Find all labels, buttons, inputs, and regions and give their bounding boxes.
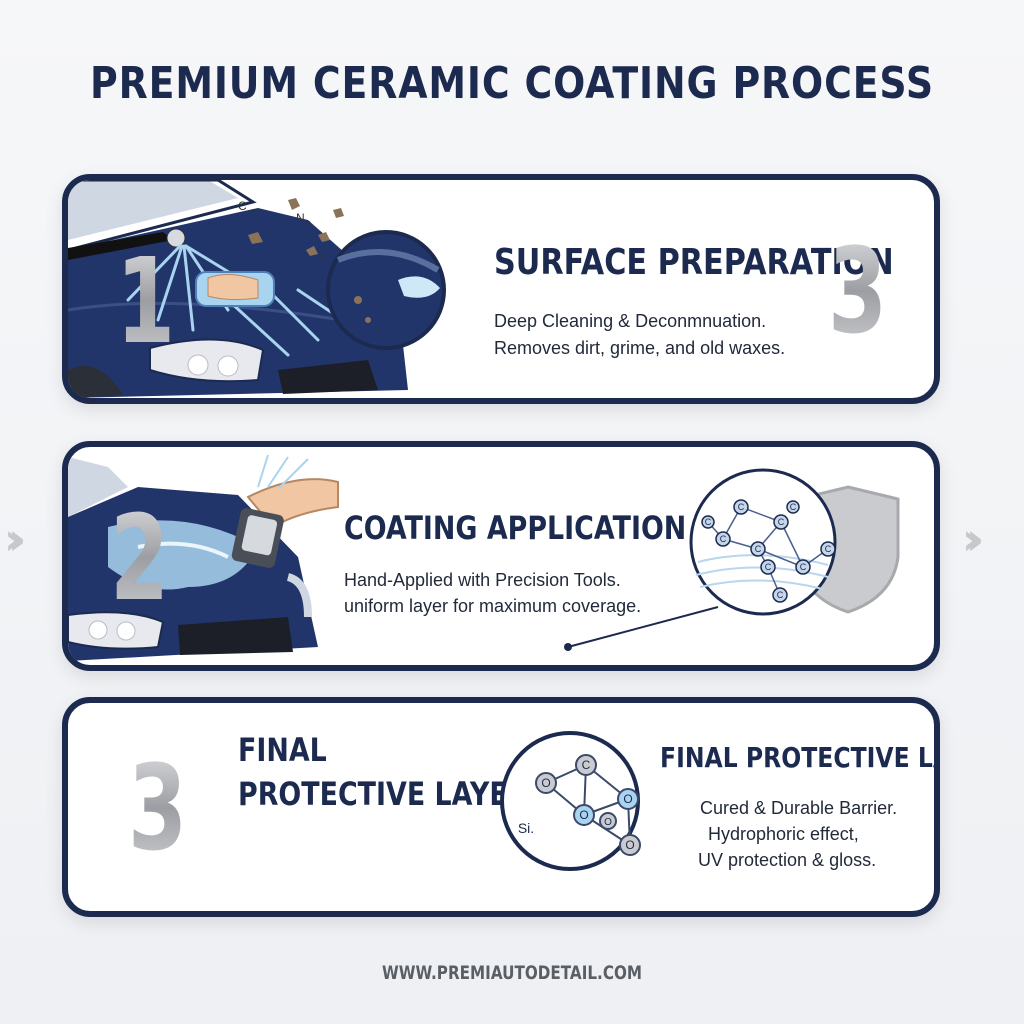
car-wash-illustration: C C N o c (68, 180, 446, 398)
step-line: Hydrophoric effect, (708, 824, 859, 844)
molecule-label: O (625, 838, 634, 852)
step-heading: SURFACE PREPARATION (494, 242, 894, 283)
molecule-label: O (604, 817, 612, 828)
molecule-label: O (623, 792, 632, 806)
cured-molecule-diagram: O C O O O O Si. (500, 731, 641, 871)
page-title: PREMIUM CERAMIC COATING PROCESS (90, 58, 934, 109)
step-line: uniform layer for maximum coverage. (344, 596, 642, 616)
molecule-label: C (790, 502, 797, 512)
molecule-label: O (579, 808, 588, 822)
molecule-label: o (306, 218, 311, 228)
step-line: Hand-Applied with Precision Tools. (344, 570, 621, 590)
molecule-label: C (705, 517, 712, 527)
step-line: Cured & Durable Barrier. (700, 798, 898, 818)
step-card-surface-preparation: C C N o c 1 SURFACE PREPARATION Deep Cle… (62, 174, 940, 404)
step-line: Removes dirt, grime, and old waxes. (494, 338, 786, 358)
chevron-double-left-icon[interactable]: ›› (4, 514, 27, 565)
molecule-label: Si. (518, 820, 534, 836)
chevron-double-right-icon[interactable]: ›› (962, 514, 985, 565)
molecule-label: C (720, 534, 727, 544)
molecule-label: C (825, 544, 832, 554)
side-heading: FINAL PROTECTIVE LAYER (660, 741, 934, 774)
step-heading-line: PROTECTIVE LAYER (238, 775, 529, 813)
step-number: 3 (128, 739, 188, 877)
coating-application-illustration (68, 454, 339, 661)
molecule-label: O (541, 776, 550, 790)
step-line: UV protection & gloss. (698, 850, 877, 870)
molecule-label: C (777, 590, 784, 600)
molecule-label: C (755, 544, 762, 554)
step-card-coating-application: 2 COATING APPLICATION Hand-Applied with … (62, 441, 940, 671)
side-step-number: 3 (828, 222, 888, 360)
molecule-label: C (250, 208, 257, 219)
molecule-label: C (738, 502, 745, 512)
molecule-label: C (238, 199, 247, 213)
step-card-final-protective-layer: 3 FINAL PROTECTIVE LAYER O C O O O O Si.… (62, 697, 940, 917)
molecule-nodes: C C C C C C C C C C (701, 499, 836, 603)
molecule-label: C (582, 758, 591, 772)
step-number: 1 (116, 232, 176, 370)
molecule-label: C (765, 562, 772, 572)
step-number: 2 (110, 489, 170, 627)
molecule-label: C (800, 562, 807, 572)
step-heading-line: FINAL (238, 731, 327, 769)
molecule-label: C (778, 517, 785, 527)
step-heading: COATING APPLICATION (344, 509, 687, 547)
molecule-label: N (296, 211, 305, 225)
step-line: Deep Cleaning & Deconmnuation. (494, 311, 767, 331)
molecule-label: c (320, 252, 325, 263)
footer-url[interactable]: WWW.PREMIAUTODETAIL.COM (381, 962, 643, 984)
